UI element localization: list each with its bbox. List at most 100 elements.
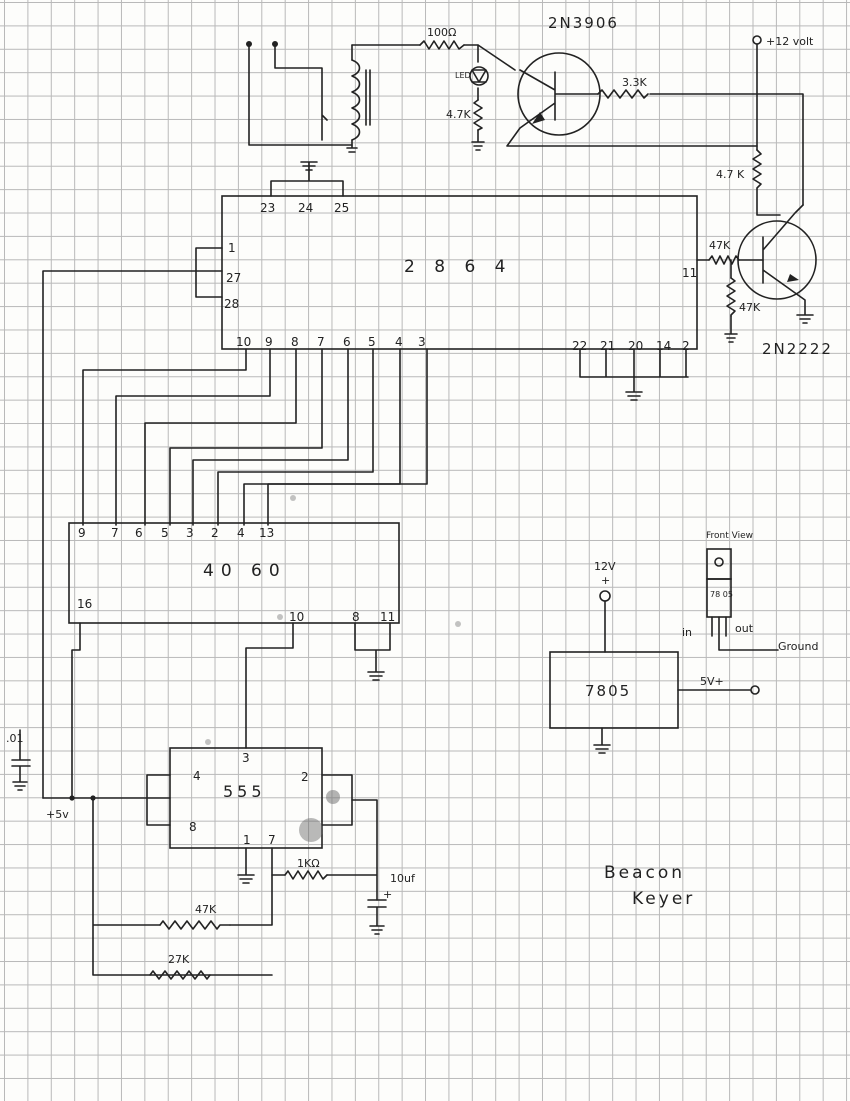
led-label: LED [455, 71, 471, 80]
counter-pin-11: 11 [380, 610, 395, 624]
eeprom-pin-8: 8 [291, 335, 299, 349]
address-bus [82, 348, 428, 526]
counter-pin-9: 9 [78, 526, 86, 540]
resistor-4-7k-led-label: 4.7K [446, 108, 471, 121]
resistor-4-7k [752, 149, 781, 216]
regulator-pinout [706, 548, 779, 651]
regulator-output-label: 5V+ [700, 675, 724, 688]
eeprom-pin-5: 5 [368, 335, 376, 349]
supply-5v-label: +5v [46, 808, 69, 821]
counter-pin-4: 4 [237, 526, 245, 540]
eeprom-pin-14: 14 [656, 339, 671, 353]
eeprom-pin-11: 11 [682, 266, 697, 280]
eeprom-pin-6: 6 [343, 335, 351, 349]
regulator-label: 7805 [585, 682, 631, 700]
eeprom-left-wiring [42, 247, 223, 799]
relay-circuit [246, 40, 516, 153]
timer-pin-2: 2 [301, 770, 309, 784]
eeprom-pin-25: 25 [334, 201, 349, 215]
counter-pin-8: 8 [352, 610, 360, 624]
counter-pin-5: 5 [161, 526, 169, 540]
eeprom-pin-21: 21 [600, 339, 615, 353]
timer-pin-7: 7 [268, 833, 276, 847]
timer-pin-1: 1 [243, 833, 251, 847]
bypass-capacitor [11, 729, 31, 791]
resistor-4-7k-pullup-label: 4.7 K [716, 168, 745, 181]
eeprom-pin-7: 7 [317, 335, 325, 349]
supply-12v-terminal [752, 35, 762, 45]
regulator-plus-label: + [601, 574, 610, 587]
counter-4060-box [68, 522, 400, 624]
eeprom-pin-28: 28 [224, 297, 239, 311]
pnp-transistor [506, 52, 758, 147]
eeprom-top-wiring [270, 161, 344, 197]
pinout-part-label: 78 05 [710, 590, 733, 599]
bypass-cap-label: .01 [6, 732, 24, 745]
capacitor-10uf-label: 10uf [390, 872, 416, 885]
counter-pin-13: 13 [259, 526, 274, 540]
eeprom-pin-27: 27 [226, 271, 241, 285]
eeprom-ground-bus [579, 348, 689, 401]
counter-pin-6: 6 [135, 526, 143, 540]
counter-pin-16: 16 [77, 597, 92, 611]
resistor-100-label: 100Ω [427, 26, 456, 39]
npn-label: 2N2222 [762, 340, 833, 358]
timer-label: 555 [223, 782, 266, 801]
regulator-input-label: 12V [594, 560, 616, 573]
pnp-label: 2N3906 [548, 14, 619, 32]
npn-transistor [696, 204, 817, 343]
pinout-in-label: in [682, 626, 692, 639]
eeprom-pin-3: 3 [418, 335, 426, 349]
resistor-47k-ground-label: 47K [739, 301, 761, 314]
title-line-2: Keyer [632, 889, 695, 909]
resistor-47k-base [708, 255, 740, 265]
eeprom-pin-1: 1 [228, 241, 236, 255]
regulator-output-terminal [750, 685, 760, 695]
counter-pin-7: 7 [111, 526, 119, 540]
supply-12v-label: +12 volt [766, 35, 814, 48]
resistor-1k-label: 1KΩ [297, 857, 320, 870]
timer-pin-8: 8 [189, 820, 197, 834]
timer-pin-4: 4 [193, 769, 201, 783]
counter-pin-3: 3 [186, 526, 194, 540]
regulator-wiring [593, 590, 760, 754]
eeprom-pin-20: 20 [628, 339, 643, 353]
counter-label: 40 60 [203, 561, 287, 581]
resistor-27k-timing [149, 970, 211, 980]
led-body [469, 66, 489, 86]
resistor-3-3k [597, 89, 649, 99]
eeprom-pin-22: 22 [572, 339, 587, 353]
pinout-ground-label: Ground [778, 640, 818, 653]
led-branch [469, 44, 489, 151]
pinout-view-label: Front View [706, 531, 753, 541]
timer-wiring [42, 495, 461, 980]
pinout-out-label: out [735, 622, 754, 635]
timer-pin-3: 3 [242, 751, 250, 765]
eeprom-pin-9: 9 [265, 335, 273, 349]
eeprom-pin-10: 10 [236, 335, 251, 349]
resistor-1k [284, 870, 328, 880]
resistor-3-3k-label: 3.3K [622, 76, 647, 89]
counter-pin-2: 2 [211, 526, 219, 540]
regulator-input-terminal [599, 590, 611, 602]
resistor-47k-timing [159, 920, 231, 930]
eeprom-2864-box [221, 195, 698, 350]
title-line-1: Beacon [604, 863, 685, 883]
eeprom-pin-24: 24 [298, 201, 313, 215]
eeprom-pin-23: 23 [260, 201, 275, 215]
counter-pin-10: 10 [289, 610, 304, 624]
pnp-circle [517, 52, 601, 136]
supply-12v [752, 35, 804, 216]
eeprom-pin-4: 4 [395, 335, 403, 349]
resistor-27k-timing-label: 27K [168, 953, 190, 966]
capacitor-plus-label: + [383, 888, 392, 901]
resistor-47k-base-label: 47K [709, 239, 731, 252]
eeprom-pin-2: 2 [682, 339, 690, 353]
counter-wiring [71, 622, 391, 799]
resistor-47k-timing-label: 47K [195, 903, 217, 916]
resistor-100-ohm [419, 40, 465, 50]
resistor-47k-ground [726, 277, 736, 317]
eeprom-label: 2 8 6 4 [404, 257, 512, 277]
